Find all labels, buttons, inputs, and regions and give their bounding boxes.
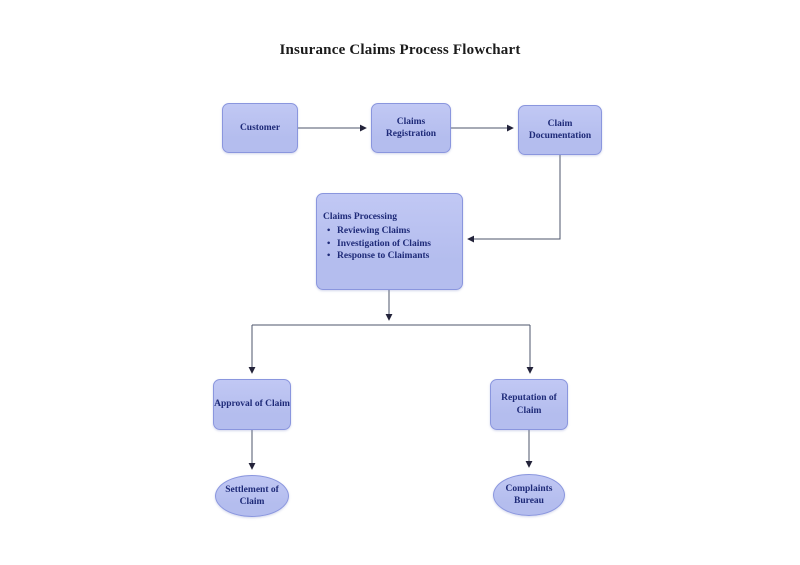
label-line: Claim: [516, 405, 542, 416]
bullet-icon: •: [327, 251, 331, 262]
label-line: Claim: [239, 497, 265, 507]
page-title: Insurance Claims Process Flowchart: [279, 42, 521, 58]
node-claims-registration-label: Claims Registration: [386, 116, 436, 141]
node-reputation-label: Reputation of Claim: [501, 392, 557, 417]
node-approval-of-claim: Approval of Claim: [213, 379, 291, 430]
bullet-icon: •: [327, 238, 331, 249]
processing-heading: Claims Processing: [323, 212, 397, 222]
node-customer-label: Customer: [239, 122, 281, 133]
node-settlement-of-claim: Settlement of Claim: [215, 475, 289, 517]
node-claims-processing: Claims Processing • Reviewing Claims • I…: [316, 193, 463, 290]
bullet-text: Response to Claimants: [337, 251, 430, 262]
label-line: Claim: [547, 118, 573, 129]
label-line: Reputation of: [501, 393, 557, 404]
label-line: Settlement of: [225, 484, 279, 495]
label-line: Claims: [396, 116, 426, 127]
node-claims-registration: Claims Registration: [371, 103, 451, 153]
label-line: Registration: [385, 129, 437, 139]
node-complaints-bureau: Complaints Bureau: [493, 474, 565, 516]
bullet-icon: •: [327, 226, 331, 237]
label-line: Documentation: [528, 131, 592, 141]
label-line: Bureau: [514, 496, 544, 506]
node-settlement-label: Settlement of Claim: [225, 484, 279, 509]
node-claim-documentation-label: Claim Documentation: [529, 118, 591, 143]
bullet-text: Reviewing Claims: [337, 226, 411, 237]
bullet-item: • Reviewing Claims: [323, 225, 458, 238]
node-approval-label: Approval of Claim: [214, 399, 290, 410]
bullet-item: • Investigation of Claims: [323, 238, 458, 251]
node-complaints-label: Complaints Bureau: [506, 483, 553, 508]
connector-documentation-to-processing: [467, 155, 561, 243]
node-claim-documentation: Claim Documentation: [518, 105, 602, 155]
bullet-item: • Response to Claimants: [323, 250, 458, 263]
node-customer: Customer: [222, 103, 298, 153]
node-reputation-of-claim: Reputation of Claim: [490, 379, 568, 430]
label-line: Complaints: [505, 483, 553, 494]
bullet-text: Investigation of Claims: [337, 238, 431, 249]
